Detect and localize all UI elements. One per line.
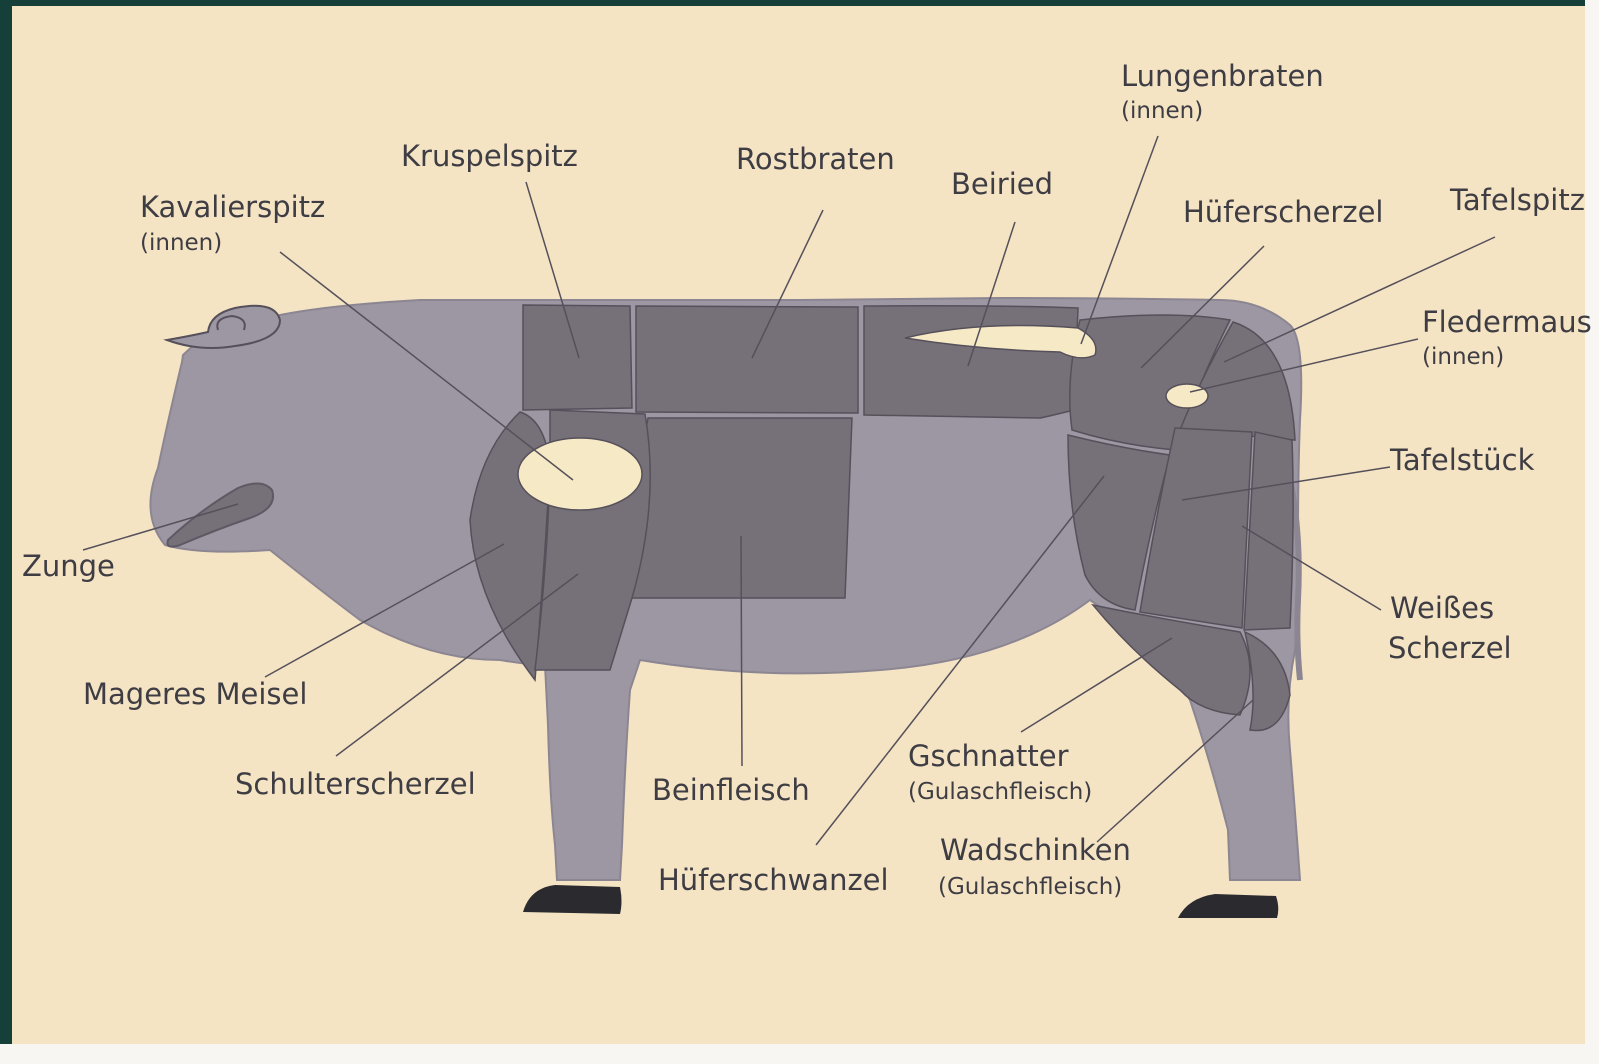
label-tafelspitz: Tafelspitz [1450, 186, 1585, 215]
label-beinfleisch: Beinfleisch [652, 776, 810, 805]
cut-beiried [864, 306, 1078, 418]
note-lungenbraten: (innen) [1121, 100, 1203, 123]
label-mageres-meisel: Mageres Meisel [83, 680, 307, 709]
label-kavalierspitz: Kavalierspitz [140, 193, 325, 222]
cut-kruspelspitz [523, 305, 632, 410]
label-kruspelspitz: Kruspelspitz [401, 142, 578, 171]
leader-beinfleisch [741, 536, 742, 766]
label-lungenbraten: Lungenbraten [1121, 62, 1324, 91]
cut-kavalierspitz [518, 438, 642, 510]
label-gschnatter: Gschnatter [908, 742, 1069, 771]
cut-rostbraten [636, 306, 858, 413]
label-zunge: Zunge [22, 552, 115, 581]
cut-fledermaus [1166, 384, 1208, 408]
label-fledermaus: Fledermaus [1422, 308, 1592, 337]
label-weisses: Weißes [1390, 594, 1494, 623]
note-gschnatter: (Gulaschfleisch) [908, 781, 1092, 804]
label-scherzel: Scherzel [1388, 634, 1512, 663]
front-hoof-icon [523, 885, 622, 914]
rear-hoof-icon [1178, 894, 1278, 918]
label-schulterscherzel: Schulterscherzel [235, 770, 476, 799]
note-kavalierspitz: (innen) [140, 232, 222, 255]
note-fledermaus: (innen) [1422, 346, 1504, 369]
note-wadschinken: (Gulaschfleisch) [938, 876, 1122, 899]
label-beiried: Beiried [951, 170, 1053, 199]
label-tafelstueck: Tafelstück [1390, 446, 1534, 475]
label-hueferscherzel: Hüferscherzel [1183, 198, 1383, 227]
leader-gschnatter [1021, 638, 1172, 732]
label-rostbraten: Rostbraten [736, 145, 895, 174]
label-hueferschwanzel: Hüferschwanzel [658, 866, 889, 895]
label-wadschinken: Wadschinken [940, 836, 1131, 865]
